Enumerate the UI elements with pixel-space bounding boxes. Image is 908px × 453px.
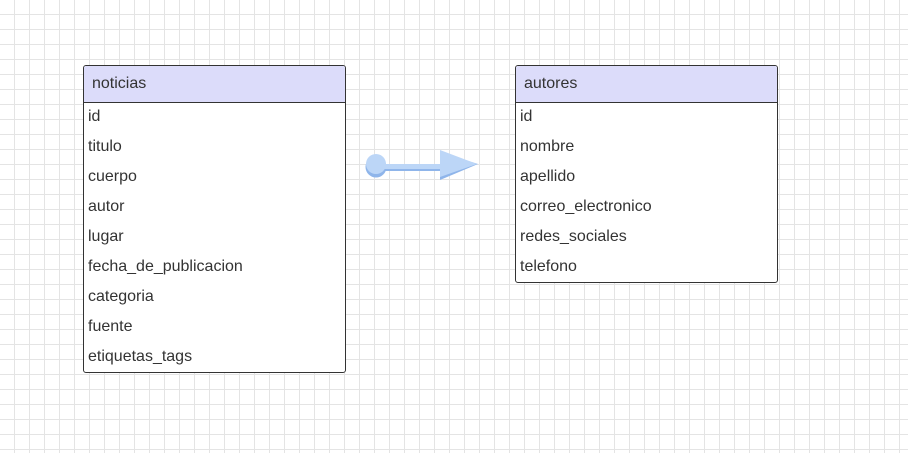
connector-start-dot <box>366 154 386 174</box>
entity-header-noticias: noticias <box>84 66 345 103</box>
field-row: cuerpo <box>88 168 137 185</box>
connector-shaft <box>380 164 442 169</box>
entity-noticias[interactable]: noticias id titulo cuerpo autor lugar fe… <box>83 65 346 373</box>
field-row: lugar <box>88 228 124 245</box>
field-row: correo_electronico <box>520 198 652 215</box>
field-row: fuente <box>88 318 133 335</box>
field-row: apellido <box>520 168 576 185</box>
field-row: autor <box>88 198 125 215</box>
entity-field-list-noticias: id titulo cuerpo autor lugar fecha_de_pu… <box>84 103 345 372</box>
relationship-connector[interactable] <box>360 145 485 185</box>
field-row: redes_sociales <box>520 228 627 245</box>
connector-arrowhead <box>440 150 477 177</box>
field-row: nombre <box>520 138 575 155</box>
field-row: categoria <box>88 288 154 305</box>
field-row: titulo <box>88 138 122 155</box>
field-row: id <box>520 108 533 125</box>
field-row: fecha_de_publicacion <box>88 258 243 275</box>
field-row: etiquetas_tags <box>88 348 193 365</box>
entity-autores[interactable]: autores id nombre apellido correo_electr… <box>515 65 778 283</box>
field-row: id <box>88 108 101 125</box>
entity-header-autores: autores <box>516 66 777 103</box>
field-row: telefono <box>520 258 577 275</box>
entity-field-list-autores: id nombre apellido correo_electronico re… <box>516 103 777 282</box>
